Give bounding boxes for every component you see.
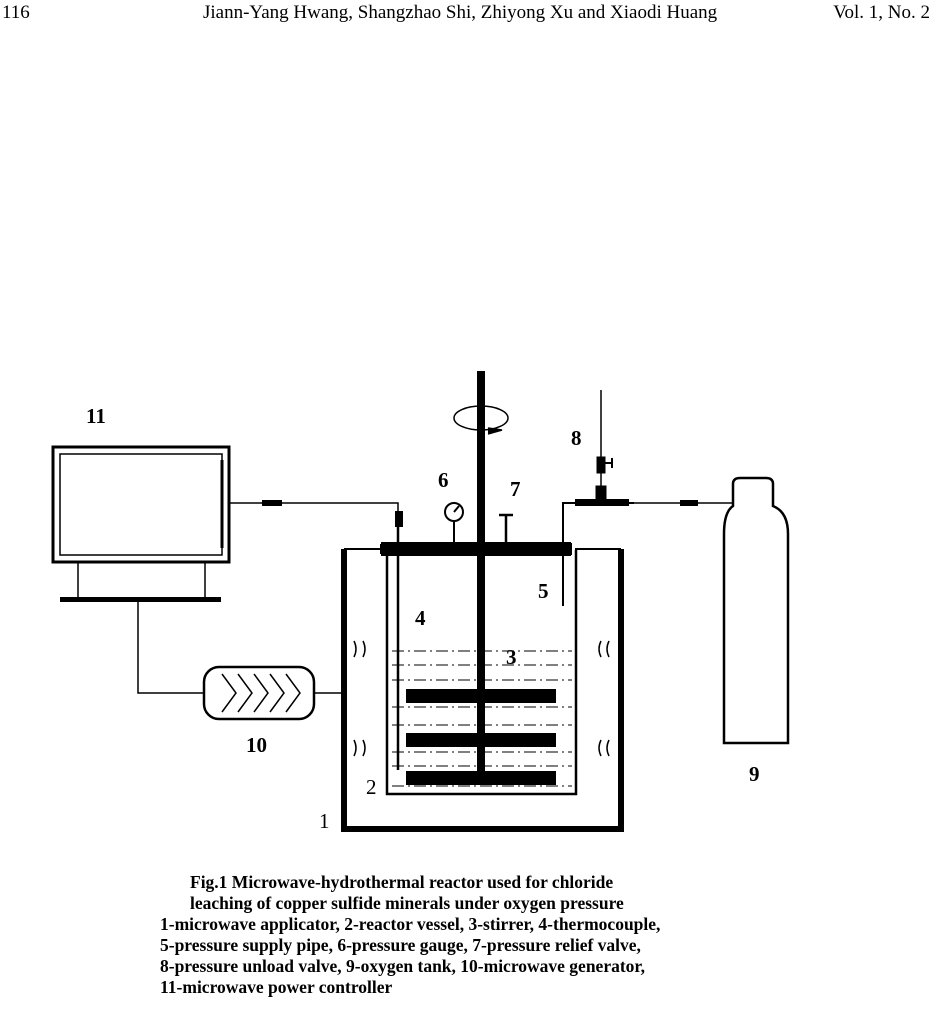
caption-legend-line-3: 8-pressure unload valve, 9-oxygen tank, … xyxy=(160,956,645,976)
page-number: 116 xyxy=(2,2,30,23)
oxygen-tank xyxy=(722,476,790,745)
pipe-valve-body xyxy=(575,499,629,506)
label-6: 6 xyxy=(438,468,449,492)
figure-caption: Fig.1 Microwave-hydrothermal reactor use… xyxy=(160,872,660,998)
pressure-unload-valve xyxy=(595,390,613,501)
caption-title-line-1: Fig.1 Microwave-hydrothermal reactor use… xyxy=(190,872,614,892)
caption-legend-line-1: 1-microwave applicator, 2-reactor vessel… xyxy=(160,914,661,934)
label-4: 4 xyxy=(415,606,426,630)
pressure-gauge xyxy=(444,502,464,543)
label-9: 9 xyxy=(749,762,760,786)
label-5: 5 xyxy=(538,579,549,603)
label-10: 10 xyxy=(246,733,267,757)
microwave-generator xyxy=(202,665,316,721)
running-authors: Jiann-Yang Hwang, Shangzhao Shi, Zhiyong… xyxy=(203,2,718,23)
reactor-diagram: 11 8 6 7 5 4 3 10 9 2 1 xyxy=(51,371,790,833)
reactor-vessel xyxy=(385,550,578,796)
reactor-lid xyxy=(381,542,571,556)
label-1: 1 xyxy=(319,809,330,833)
pressure-supply-pipe xyxy=(562,502,732,606)
page-header: 116 Jiann-Yang Hwang, Shangzhao Shi, Zhi… xyxy=(0,0,934,30)
label-11: 11 xyxy=(86,404,106,428)
microwave-applicator xyxy=(341,549,624,832)
lid-clamp-left xyxy=(380,544,386,554)
microwave-wave-icon xyxy=(353,640,610,757)
control-wires xyxy=(137,502,399,694)
caption-legend-line-4: 11-microwave power controller xyxy=(160,977,393,997)
stirrer xyxy=(406,371,556,785)
thermocouple-head xyxy=(395,511,403,527)
pipe-connector xyxy=(680,500,698,506)
lid-clamp-right xyxy=(566,543,572,555)
caption-legend-line-2: 5-pressure supply pipe, 6-pressure gauge… xyxy=(160,935,641,955)
label-7: 7 xyxy=(510,477,521,501)
wire-connector-1 xyxy=(262,500,282,506)
power-controller-monitor xyxy=(51,445,231,598)
caption-title-line-2: leaching of copper sulfide minerals unde… xyxy=(190,893,624,913)
label-2: 2 xyxy=(366,775,377,799)
label-3: 3 xyxy=(506,645,517,669)
volume-issue: Vol. 1, No. 2 xyxy=(833,2,930,23)
label-8: 8 xyxy=(571,426,582,450)
pressure-relief-valve xyxy=(499,513,513,543)
rotation-arrow-icon xyxy=(453,405,509,435)
monitor-base xyxy=(60,597,221,602)
